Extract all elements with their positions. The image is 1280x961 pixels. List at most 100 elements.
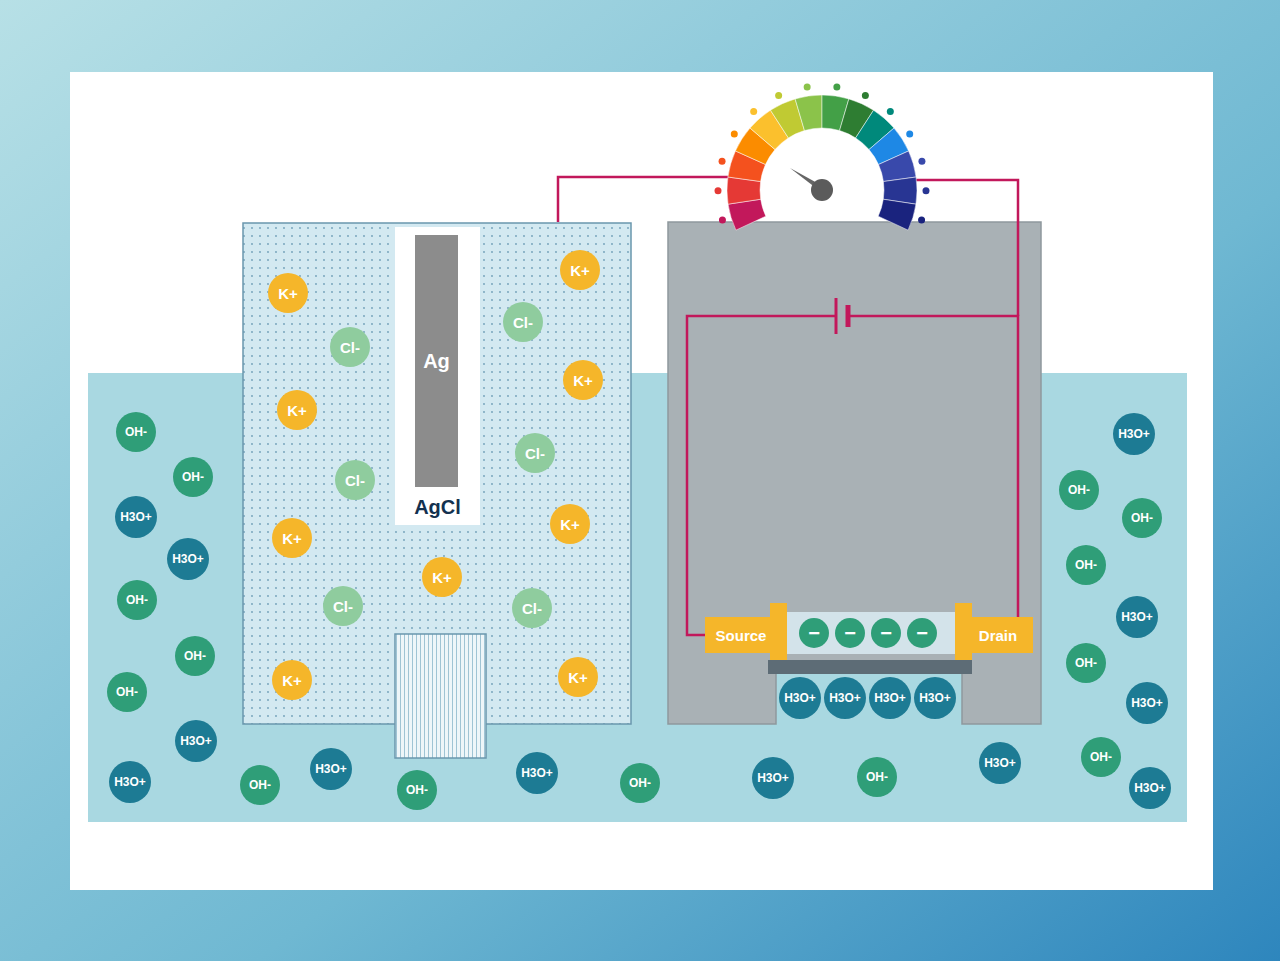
ion-label: Cl- [522,600,542,617]
ion-label: H3O+ [874,691,906,705]
ion-label: − [916,622,928,645]
ion-label: OH- [629,776,651,790]
ion-label: H3O+ [1131,696,1163,710]
gauge-tick [750,108,757,115]
ion-circle: OH- [117,580,157,620]
gauge-tick [906,131,913,138]
gauge-tick [804,84,811,91]
gauge-tick [719,158,726,165]
ion-label: OH- [125,425,147,439]
ion-circle: H3O+ [516,752,558,794]
ion-circle: H3O+ [115,496,157,538]
ion-label: Cl- [333,598,353,615]
ion-label: Cl- [345,472,365,489]
ion-label: H3O+ [180,734,212,748]
ion-circle: Cl- [335,460,375,500]
ion-circle: OH- [175,636,215,676]
ion-circle: H3O+ [167,538,209,580]
ion-circle: OH- [1059,470,1099,510]
ion-label: OH- [1131,511,1153,525]
gauge-tick [731,131,738,138]
terminal-label: Source [716,627,767,644]
ion-circle: OH- [1066,643,1106,683]
ion-circle: Cl- [503,302,543,342]
ion-circle: Cl- [330,327,370,367]
ion-circle: K+ [277,390,317,430]
charge-circle: − [907,618,937,648]
panel [70,72,1213,890]
ion-circle: H3O+ [979,742,1021,784]
wire [558,177,730,222]
ion-circle: H3O+ [1116,596,1158,638]
ion-circle: OH- [397,770,437,810]
ion-label: Cl- [525,445,545,462]
ion-circle: H3O+ [175,720,217,762]
ph-meter [715,84,930,231]
gauge-hub [811,179,833,201]
ion-circle: OH- [857,757,897,797]
ion-label: Cl- [340,339,360,356]
ion-circle: OH- [116,412,156,452]
battery-plate [846,305,851,327]
terminal-box: Drain [963,617,1033,653]
ion-label: OH- [406,783,428,797]
ion-circle: K+ [550,504,590,544]
ion-circle: H3O+ [109,761,151,803]
circuit-wire [687,316,1018,635]
gauge-segment [728,199,766,230]
gate-insulator [768,660,972,674]
ion-circle: H3O+ [869,677,911,719]
ion-label: H3O+ [114,775,146,789]
ion-label: OH- [1090,750,1112,764]
ion-circle: OH- [620,763,660,803]
ion-circle: H3O+ [1129,767,1171,809]
ion-label: OH- [116,685,138,699]
ion-circle: K+ [272,518,312,558]
ion-label: H3O+ [984,756,1016,770]
ion-label: H3O+ [1118,427,1150,441]
ion-label: K+ [282,672,302,689]
ion-circle: K+ [560,250,600,290]
ion-label: OH- [126,593,148,607]
agcl-coating: AgCl Ag [395,227,480,525]
ion-label: − [880,622,892,645]
battery-gap [836,306,849,326]
material-label: AgCl [395,496,480,519]
ion-label: H3O+ [1121,610,1153,624]
ion-circle: Cl- [323,586,363,626]
charge-circle: − [835,618,865,648]
channel [787,612,959,654]
ion-label: H3O+ [784,691,816,705]
ion-label: Cl- [513,314,533,331]
ion-label: H3O+ [919,691,951,705]
ion-label: K+ [573,372,593,389]
ion-circle: OH- [1066,545,1106,585]
ion-circle: K+ [272,660,312,700]
ion-label: − [844,622,856,645]
ion-label: OH- [1075,656,1097,670]
terminal-box: Source [705,617,777,653]
ion-label: H3O+ [521,766,553,780]
ion-circle: K+ [563,360,603,400]
charge-circle: − [799,618,829,648]
ion-label: H3O+ [172,552,204,566]
ion-circle: K+ [268,273,308,313]
ion-circle: H3O+ [779,677,821,719]
diaphragm [395,634,486,758]
ion-label: − [808,622,820,645]
silver-wire: Ag [415,235,458,487]
ion-label: K+ [560,516,580,533]
gauge-tick [715,187,722,194]
ion-label: K+ [278,285,298,302]
ion-circle: OH- [1122,498,1162,538]
ion-label: K+ [568,669,588,686]
sensor-housing [668,222,1041,724]
ion-label: K+ [282,530,302,547]
ion-label: OH- [249,778,271,792]
ion-label: OH- [1068,483,1090,497]
ion-circle: OH- [240,765,280,805]
gauge-segment [879,151,917,182]
gauge-tick [922,187,929,194]
ion-circle: H3O+ [824,677,866,719]
